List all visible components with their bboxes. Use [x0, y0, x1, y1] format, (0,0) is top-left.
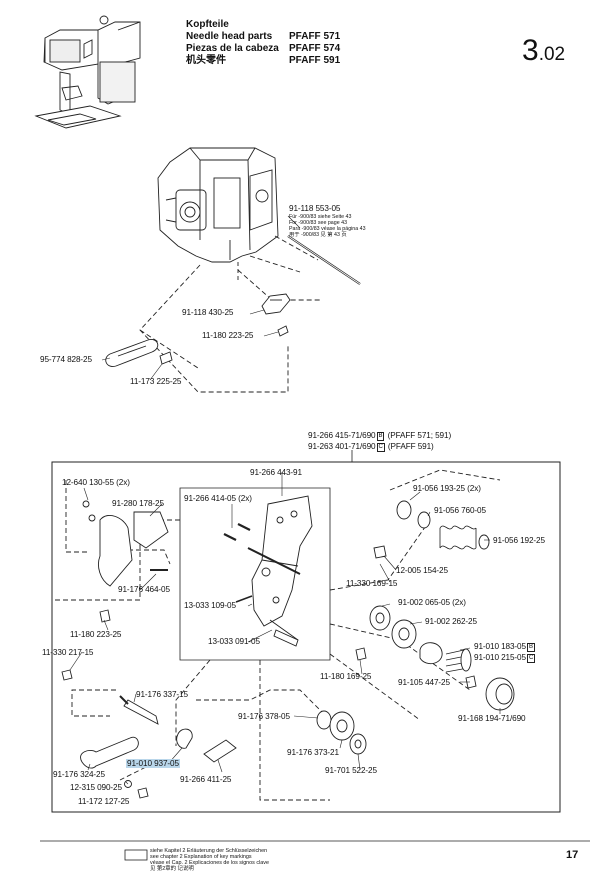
title-english: Needle head parts: [186, 31, 273, 42]
section-number-major: 3: [522, 34, 539, 67]
legend-line: véase el Cap. 2 Explicaciones de los sig…: [150, 860, 269, 866]
part-number-label: 12-315 090-25: [70, 783, 122, 792]
part-model-note: (PFAFF 571; 591): [387, 431, 452, 440]
part-number-text: 91-010 183-05: [474, 642, 526, 651]
model-label-574: PFAFF 574: [289, 43, 341, 54]
part-number-label: 11-173 225-25: [130, 377, 182, 386]
part-number-label: 91-266 414-05 (2x): [184, 494, 252, 503]
guide-lines-top: [139, 235, 320, 393]
legend-line: see chapter 2 Explanation of key marking…: [150, 854, 252, 860]
title-spanish: Piezas de la cabeza: [186, 43, 279, 54]
part-number-label: 91-105 447-25: [398, 678, 450, 687]
section-number-minor: .02: [538, 44, 566, 65]
part-number-label: 91-176 373-21: [287, 748, 339, 757]
part-number-label: 91-002 262-25: [425, 617, 477, 626]
part-number-label: 11-180 223-25: [202, 331, 254, 340]
part-number-label: 13-033 109-05: [184, 601, 236, 610]
model-label-591: PFAFF 591: [289, 55, 341, 66]
part-note-line: 用于 -900/83 见 第 43 页: [289, 232, 347, 238]
part-number-label: 91-002 065-05 (2x): [398, 598, 466, 607]
part-number-label: 91-266 411-25: [180, 775, 232, 784]
key-marking-b: B: [526, 643, 535, 652]
part-number-label: 91-168 194-71/690: [458, 714, 526, 723]
part-number-label: 95-774 828-25: [40, 355, 92, 364]
model-label-571: PFAFF 571: [289, 31, 341, 42]
part-number-label: 12-640 130-55 (2x): [62, 478, 130, 487]
part-number-label: 91-056 760-05: [434, 506, 486, 515]
part-number-label: 91-176 464-05: [118, 585, 170, 594]
part-model-note: (PFAFF 591): [387, 442, 434, 451]
part-number-label: 11-172 127-25: [78, 797, 130, 806]
section-number: 3.02: [522, 34, 565, 68]
part-number-label: 91-701 522-25: [325, 766, 377, 775]
part-note-line: Para -900/83 véase la página 43: [289, 226, 366, 232]
title-german: Kopfteile: [186, 19, 229, 30]
part-number-text: 91-263 401-71/690: [308, 442, 376, 451]
legend-line: siehe Kapitel 2 Erläuterung der Schlüsse…: [150, 848, 268, 854]
head-casting: [157, 147, 279, 280]
part-number-label[interactable]: 91-010 937-05: [126, 759, 180, 768]
key-marking-c: C: [376, 443, 385, 452]
part-number-label: 91-176 324-25: [53, 770, 105, 779]
part-number-label: 11-180 223-25: [70, 630, 122, 639]
key-marking-b: B: [376, 432, 385, 441]
part-number-label: 12-005 154-25: [396, 566, 448, 575]
part-number-label: 91-056 193-25 (2x): [413, 484, 481, 493]
highlighted-part-number[interactable]: 91-010 937-05: [126, 759, 180, 768]
part-number-label: 11-330 217-15: [42, 648, 94, 657]
part-number-label: 91-280 178-25: [112, 499, 164, 508]
part-number-label: 11-330 169-15: [346, 579, 398, 588]
part-number-label: 11-180 169-25: [320, 672, 372, 681]
key-marking-c: C: [526, 654, 536, 663]
part-number-label: 13-033 091-05: [208, 637, 260, 646]
part-number-label: 91-176 337-15: [136, 690, 188, 699]
part-note-line: For -900/83 see page 43: [289, 220, 348, 226]
part-note-line: Für -900/83 siehe Seite 43: [289, 214, 352, 220]
part-number-label: 91-176 378-05: [238, 712, 290, 721]
part-number-text: 91-010 215-05: [474, 653, 526, 662]
part-number-label: 91-118 553-05: [289, 204, 341, 213]
page-number: 17: [566, 849, 579, 861]
legend-line: 见 第2章的 记说明: [150, 866, 194, 872]
title-chinese: 机头零件: [186, 55, 226, 66]
part-number-label: 91-056 192-25: [493, 536, 545, 545]
part-number-label: 91-118 430-25: [182, 308, 234, 317]
part-number-label: 91-266 443-91: [250, 468, 302, 477]
sewing-machine-thumbnail: [34, 15, 141, 129]
assembly-frame: [51, 461, 561, 813]
part-number-text: 91-266 415-71/690: [308, 431, 376, 440]
